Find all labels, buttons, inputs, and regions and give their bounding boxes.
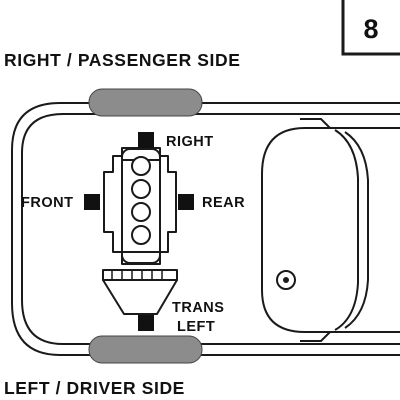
transmission-ribs: [111, 270, 163, 280]
front-mount-marker: [84, 194, 100, 210]
cylinder-2: [131, 179, 151, 199]
trans-mount-label-line1: TRANS: [172, 300, 224, 316]
right-mount-marker: [138, 132, 154, 148]
fuel-cap-inner: [283, 277, 289, 283]
valve-cover: [121, 148, 161, 264]
right-mount-label: RIGHT: [166, 134, 214, 150]
engine-outline: [103, 147, 177, 265]
fuel-cap-outer: [276, 270, 296, 290]
cylinder-4: [131, 225, 151, 245]
trans-mount-label-line2: LEFT: [177, 319, 215, 335]
transmission: [102, 269, 178, 315]
body-inner-line: [21, 113, 400, 345]
front-mount-label: FRONT: [21, 195, 73, 211]
left-driver-side-label: LEFT / DRIVER SIDE: [4, 378, 185, 398]
right-front-tire: [88, 88, 203, 117]
fuel-cap-icon: [276, 270, 296, 290]
cylinder-1: [131, 156, 151, 176]
cylinder-3: [131, 202, 151, 222]
transmission-housing: [102, 279, 178, 315]
car-body-outline: [261, 127, 400, 333]
engine-block: [103, 147, 177, 265]
transmission-flange: [102, 269, 178, 281]
engine-cylinders: [131, 156, 151, 245]
car-windshield: [334, 129, 359, 331]
rear-mount-marker: [178, 194, 194, 210]
car-windshield-inner: [344, 131, 369, 329]
diagram-number: 8: [363, 14, 378, 44]
car-mirror-top: [300, 118, 331, 129]
car-silhouette: [261, 118, 400, 342]
diagram-number-box: 8: [341, 0, 400, 56]
rear-mount-label: REAR: [202, 195, 245, 211]
number-box-frame: [341, 0, 400, 56]
trans-left-mount-marker: [138, 315, 154, 331]
car-mirror-bottom: [300, 331, 331, 342]
left-front-tire: [88, 335, 203, 364]
vehicle-body-outline: [11, 102, 400, 356]
body-outer-line: [11, 102, 400, 356]
right-passenger-side-label: RIGHT / PASSENGER SIDE: [4, 50, 241, 70]
